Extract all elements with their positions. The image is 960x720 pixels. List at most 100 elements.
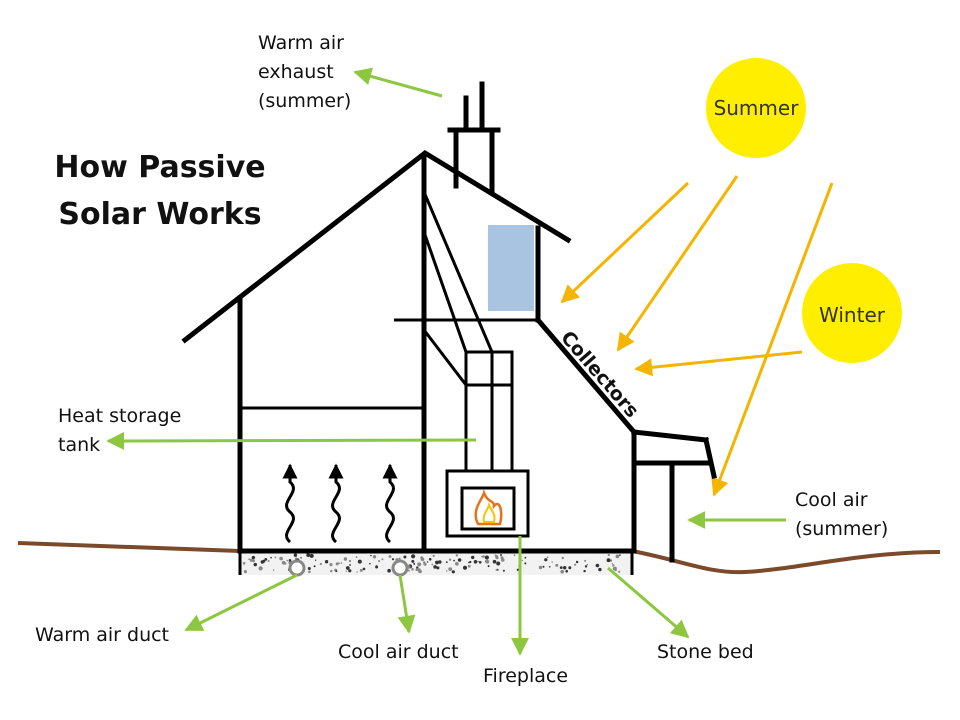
stone-pebble [482,555,485,558]
stone-pebble [584,565,588,568]
stone-pebble [293,553,298,557]
stone-pebble [614,569,617,572]
heat-storage-tank [488,225,534,311]
stone-pebble [243,570,247,574]
arrow-heat-storage-tank [106,431,477,450]
stone-pebble [319,562,322,566]
stone-pebble [495,556,499,560]
summer-ray-2 [616,175,739,352]
stone-pebble [345,570,348,572]
stone-pebble [598,567,602,572]
heat-storage-tank-line-2: tank [58,434,100,456]
warm-air-exhaust-line-1: Warm air [258,32,344,54]
stone-pebble [559,566,563,569]
stone-pebble [563,566,567,570]
cool-air-summer-line-1: Cool air [795,489,868,511]
stone-pebble [348,569,352,573]
stone-pebble [416,566,419,569]
stone-pebble [413,563,415,565]
stone-pebble [435,560,439,565]
heat-storage-tank-line-1: Heat storage [58,405,181,427]
stone-pebble [272,569,275,571]
stone-pebble [453,559,455,562]
stone-pebble [375,565,379,569]
stone-pebble [471,555,475,560]
title-line-2: Solar Works [58,197,261,232]
flue-box [466,350,514,470]
stone-pebble [348,559,352,563]
summer-ray-3 [711,182,834,497]
stone-pebble [281,560,286,565]
cool-air-summer-line-2: (summer) [795,518,888,540]
stone-pebble [615,554,620,559]
stone-pebble [607,553,610,557]
stone-pebble [349,564,351,566]
stone-pebble [612,564,615,567]
house [181,81,717,563]
stone-pebble [484,555,489,560]
stone-pebble [457,558,462,562]
stone-pebble [411,554,416,559]
flue-inner-top [422,231,468,470]
stone-pebble [468,561,470,564]
stone-pebble [362,567,366,571]
stone-pebble [495,568,498,571]
stone-pebble [438,560,442,564]
stone-pebble [561,556,564,560]
stone-pebble [521,559,524,562]
label-stone-bed: Stone bed [657,641,754,663]
warm-air-exhaust-line-3: (summer) [258,90,351,112]
label-cool-air-duct: Cool air duct [338,641,459,663]
stone-pebble [431,563,434,566]
stone-pebble [387,568,391,573]
stone-pebble [417,562,422,567]
stone-pebble [513,554,516,557]
stone-pebble [242,562,246,565]
stone-pebble [340,562,343,564]
stone-pebble [478,561,482,564]
warm-air-duct-icon [288,559,306,577]
stone-pebble [408,569,410,572]
arrow-stone-bed [607,566,690,639]
stone-pebble [524,562,527,565]
stone-pebble [381,558,384,561]
winter-sun: Winter [802,263,902,363]
stone-pebble [313,565,316,568]
label-fireplace: Fireplace [483,665,568,687]
summer-ray-1 [560,181,690,304]
stone-pebble [501,558,505,562]
stone-bed [238,551,634,575]
stone-pebble [357,559,362,564]
stone-pebble [469,560,472,564]
stone-pebble [463,565,467,570]
stone-pebble [415,568,419,571]
stone-pebble [565,569,568,573]
stone-pebble [355,556,358,558]
stone-pebble [288,559,292,562]
stone-pebble [448,558,452,561]
stone-pebble [264,558,268,561]
stone-pebble [307,567,311,570]
porch-roof [631,429,709,443]
stone-pebble [248,558,251,561]
stone-pebble [555,563,559,567]
stone-pebble [343,557,348,561]
flue-inner-mid [422,329,468,386]
stone-pebble [391,558,395,561]
stone-pebble [436,566,440,570]
stone-pebble [560,569,564,574]
summer-sun-label: Summer [714,96,800,120]
stone-pebble [451,570,455,574]
stone-pebble [252,559,255,563]
stone-pebble [418,569,422,574]
label-warm-air-exhaust: Warm air exhaust (summer) [258,32,351,112]
stone-pebble [487,565,490,568]
stone-pebble [338,562,341,564]
stone-pebble [473,560,478,564]
label-heat-storage-tank: Heat storage tank [58,405,181,456]
stone-pebble [426,561,429,563]
stone-pebble [485,559,490,564]
stone-pebble [524,556,527,559]
